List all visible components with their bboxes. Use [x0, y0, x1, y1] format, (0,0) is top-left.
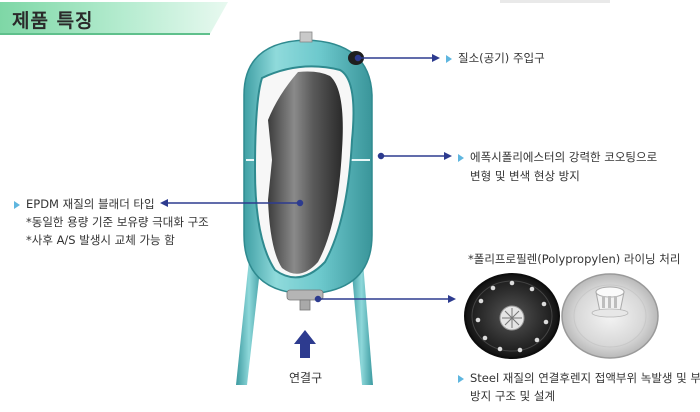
bladder-label: EPDM 재질의 블래더 타입 *동일한 용량 기준 보유량 극대화 구조 *사… — [14, 196, 209, 248]
bullet-triangle-icon — [14, 200, 20, 209]
bullet-triangle-icon — [446, 54, 452, 63]
diaphragm-disc-image — [464, 273, 560, 359]
air-inlet-label: 질소(공기) 주입구 — [446, 50, 545, 66]
steel-text-line1: Steel 재질의 연결후렌지 접액부위 녹발생 및 부식 — [470, 371, 700, 385]
steel-label: Steel 재질의 연결후렌지 접액부위 녹발생 및 부식 방지 구조 및 설계 — [458, 370, 700, 404]
lining-bowl-image — [561, 273, 659, 359]
bullet-triangle-icon — [458, 374, 464, 383]
bladder-note2: *사후 A/S 발생시 교체 가능 함 — [26, 233, 175, 247]
coating-text-line1: 에폭시폴리에스터의 강력한 코오팅으로 — [470, 150, 658, 164]
bullet-triangle-icon — [458, 153, 464, 162]
title-banner — [0, 2, 228, 35]
callout-lines — [160, 54, 456, 303]
bladder-note1: *동일한 용량 기준 보유량 극대화 구조 — [26, 215, 209, 229]
top-divider — [500, 0, 610, 3]
bladder-icon — [268, 71, 343, 274]
connection-label: 연결구 — [289, 371, 323, 385]
page-title: 제품 특징 — [12, 10, 94, 32]
coating-text-line2: 변형 및 변색 현상 방지 — [470, 169, 580, 183]
lining-caption: *폴리프로필렌(Polypropylen) 라이닝 처리 — [468, 252, 681, 266]
connection-arrow-icon — [294, 330, 316, 358]
bladder-title: EPDM 재질의 블래더 타입 — [26, 197, 155, 211]
air-inlet-text: 질소(공기) 주입구 — [458, 51, 545, 65]
coating-label: 에폭시폴리에스터의 강력한 코오팅으로 변형 및 변색 현상 방지 — [458, 149, 657, 184]
steel-text-line2: 방지 구조 및 설계 — [470, 389, 556, 403]
